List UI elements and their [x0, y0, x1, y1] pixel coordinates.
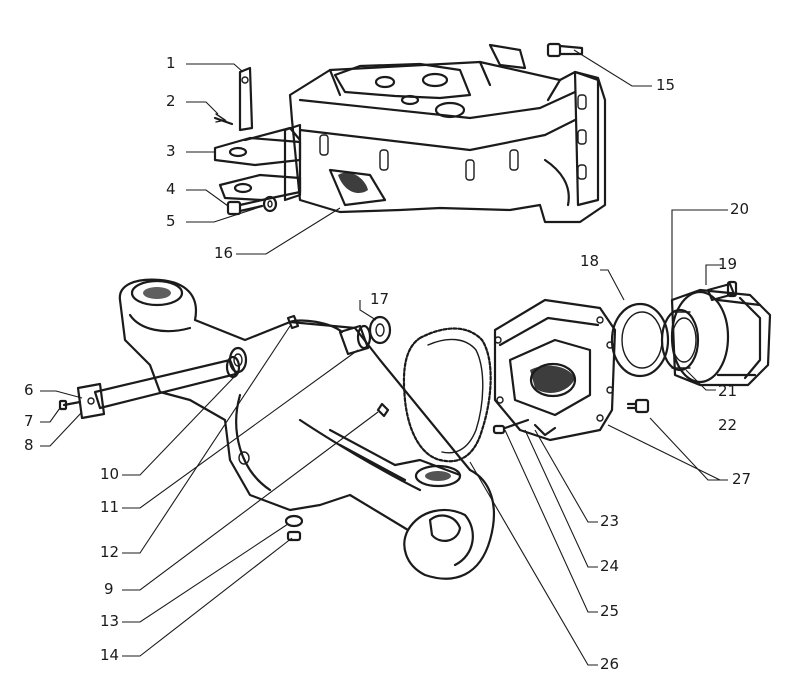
callout-12: 12	[100, 543, 120, 561]
part-15-bolt	[546, 42, 584, 58]
part-6-shaft	[76, 355, 241, 420]
part-19-bolt	[706, 280, 738, 302]
callout-23: 23	[600, 512, 620, 530]
callout-1: 1	[166, 54, 176, 72]
callout-16: 16	[214, 244, 234, 262]
callout-22: 22	[718, 416, 738, 434]
part-2-pin	[213, 113, 234, 126]
callout-9: 9	[104, 580, 114, 598]
part-1-lever	[238, 66, 254, 132]
callout-20: 20	[730, 200, 750, 218]
callout-7: 7	[24, 412, 34, 430]
callout-27: 27	[732, 470, 752, 488]
differential-cover	[492, 298, 617, 442]
part-13-washer	[284, 514, 304, 528]
part-17-washer	[368, 315, 392, 345]
lower-bracket	[218, 173, 302, 202]
callout-8: 8	[24, 436, 34, 454]
callout-15: 15	[656, 76, 676, 94]
callout-2: 2	[166, 92, 176, 110]
leader-lines	[40, 49, 728, 666]
part-9-plug	[376, 402, 390, 418]
callout-17: 17	[370, 290, 390, 308]
part-14-screw	[286, 530, 302, 542]
callout-6: 6	[24, 381, 34, 399]
part-22-bolt	[626, 398, 650, 414]
part-5-washer	[262, 195, 278, 213]
callout-4: 4	[166, 180, 176, 198]
callout-14: 14	[100, 646, 120, 664]
callout-24: 24	[600, 557, 620, 575]
part-18-gasket	[610, 302, 670, 378]
part-3-bracket	[213, 126, 302, 167]
callout-10: 10	[100, 465, 120, 483]
callout-18: 18	[580, 252, 600, 270]
callout-25: 25	[600, 602, 620, 620]
part-10-bushing	[228, 346, 248, 374]
part-12-nipple	[286, 314, 300, 330]
part-7-screw	[58, 399, 82, 411]
part-11-bushing	[338, 324, 372, 356]
part-4-bolt	[226, 198, 264, 216]
callout-21: 21	[718, 382, 738, 400]
callout-13: 13	[100, 612, 120, 630]
callout-26: 26	[600, 655, 620, 673]
part-20-hub	[670, 288, 772, 387]
callout-19: 19	[718, 255, 738, 273]
part-26-gasket	[402, 327, 492, 463]
axle-housing	[118, 278, 495, 580]
callout-5: 5	[166, 212, 176, 230]
callout-3: 3	[166, 142, 176, 160]
upper-housing	[283, 43, 607, 224]
callout-11: 11	[100, 498, 120, 516]
